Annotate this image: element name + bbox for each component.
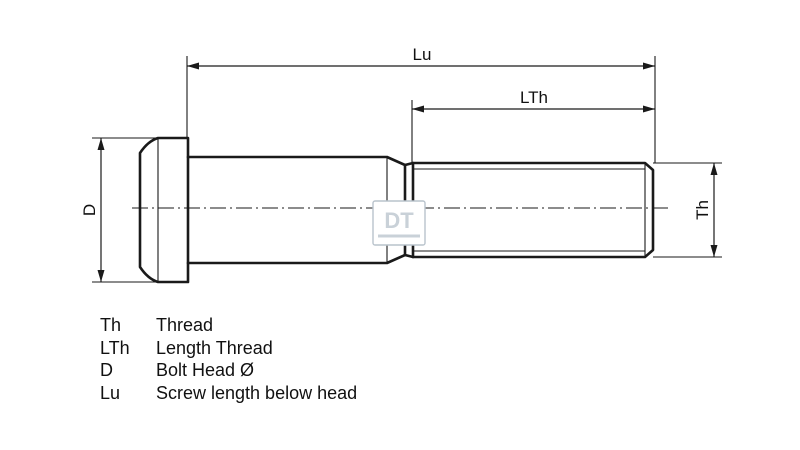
legend-desc: Bolt Head Ø <box>156 360 255 380</box>
dimension-lth: LTh <box>411 88 655 162</box>
dimension-lth-label: LTh <box>520 88 548 107</box>
watermark-logo: DT <box>372 200 426 246</box>
legend-abbr: LTh <box>100 337 130 358</box>
legend-item-lu: Lu Screw length below head <box>100 382 357 405</box>
bolt-head <box>138 136 190 284</box>
watermark-text: DT <box>384 208 414 233</box>
legend-item-d: D Bolt Head Ø <box>100 359 357 382</box>
legend-abbr: Lu <box>100 382 121 403</box>
legend-desc: Screw length below head <box>156 382 358 403</box>
dimension-th: Th <box>653 162 722 258</box>
legend-item-th: Th Thread <box>100 314 357 337</box>
dimension-th-label: Th <box>693 200 712 220</box>
legend-abbr: D <box>100 360 113 380</box>
legend-desc: Thread <box>156 315 214 335</box>
dimension-d-label: D <box>80 204 99 216</box>
dimension-lu-label: Lu <box>413 45 432 64</box>
legend: Th Thread LTh Length Thread D Bolt Head … <box>100 314 357 404</box>
dimension-lu: Lu <box>186 45 656 163</box>
dimension-d: D <box>80 137 156 283</box>
legend-item-lth: LTh Length Thread <box>100 337 357 360</box>
legend-desc: Length Thread <box>156 337 273 358</box>
bolt-thread <box>403 161 655 259</box>
legend-abbr: Th <box>100 315 122 335</box>
